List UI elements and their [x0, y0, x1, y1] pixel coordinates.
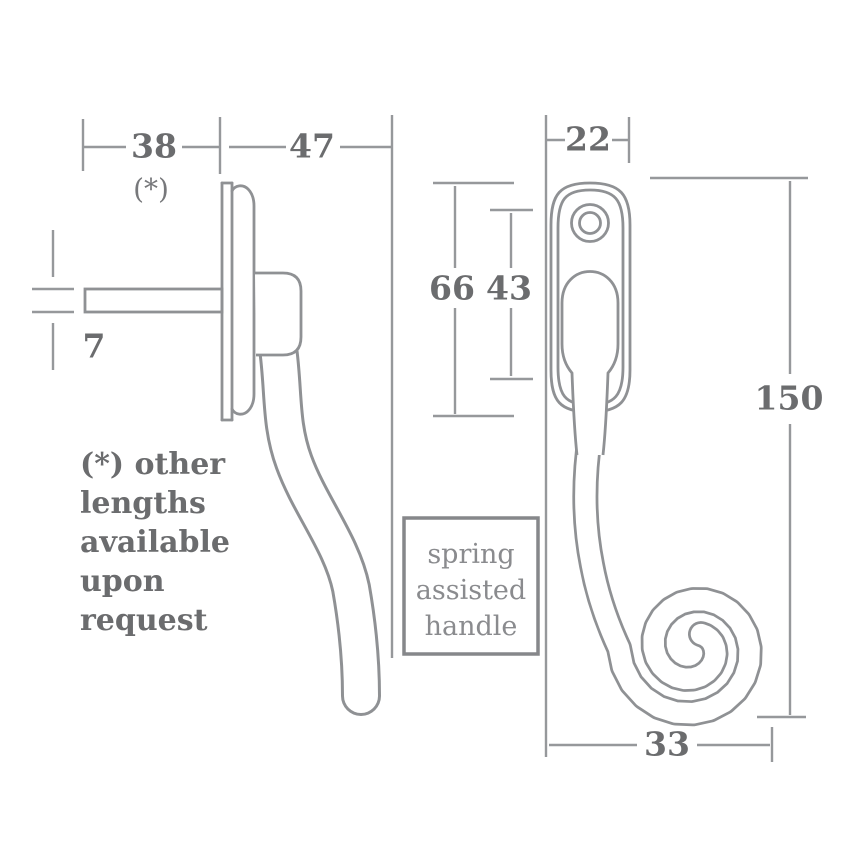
backplate-front-inner — [556, 188, 625, 407]
monkeytail-fill — [575, 425, 760, 724]
dim-label-22: 22 — [565, 120, 611, 159]
front-view-drawing — [549, 181, 763, 727]
dim-label-33: 33 — [644, 725, 690, 764]
dim-label-43: 43 — [486, 269, 532, 308]
callout-line-2: assisted — [416, 575, 526, 606]
side-view-dimensions: 38 47 (*) 7 — [32, 115, 394, 658]
callout-line-3: handle — [425, 611, 518, 642]
side-shaft-fill — [261, 331, 378, 713]
dim-label-asterisk: (*) — [133, 173, 169, 206]
backplate-side-profile — [230, 184, 256, 416]
note-line-4: upon — [80, 564, 165, 599]
callout-border-box — [402, 516, 540, 656]
note-line-3: available — [80, 525, 230, 560]
screw-hole-inner — [578, 211, 602, 235]
grip-block-side — [255, 271, 303, 357]
dim-label-66: 66 — [429, 269, 475, 308]
dim-label-47: 47 — [289, 127, 335, 166]
callout-line-1: spring — [427, 539, 514, 570]
note-line-5: request — [80, 603, 208, 638]
spring-callout: spring assisted handle — [402, 516, 540, 656]
dim-label-150: 150 — [755, 379, 824, 418]
spindle-bar — [83, 287, 224, 314]
screw-hole-outer — [570, 203, 610, 243]
availability-note: (*) other lengths available upon request — [80, 447, 230, 638]
dim-label-7: 7 — [83, 327, 106, 366]
side-view-drawing — [83, 181, 381, 716]
note-line-1: (*) other — [80, 447, 226, 482]
dim-label-38: 38 — [131, 127, 177, 166]
grip-bell-front — [560, 270, 620, 456]
note-line-2: lengths — [80, 486, 206, 521]
front-view-dimensions: 22 66 43 150 33 — [429, 115, 823, 764]
